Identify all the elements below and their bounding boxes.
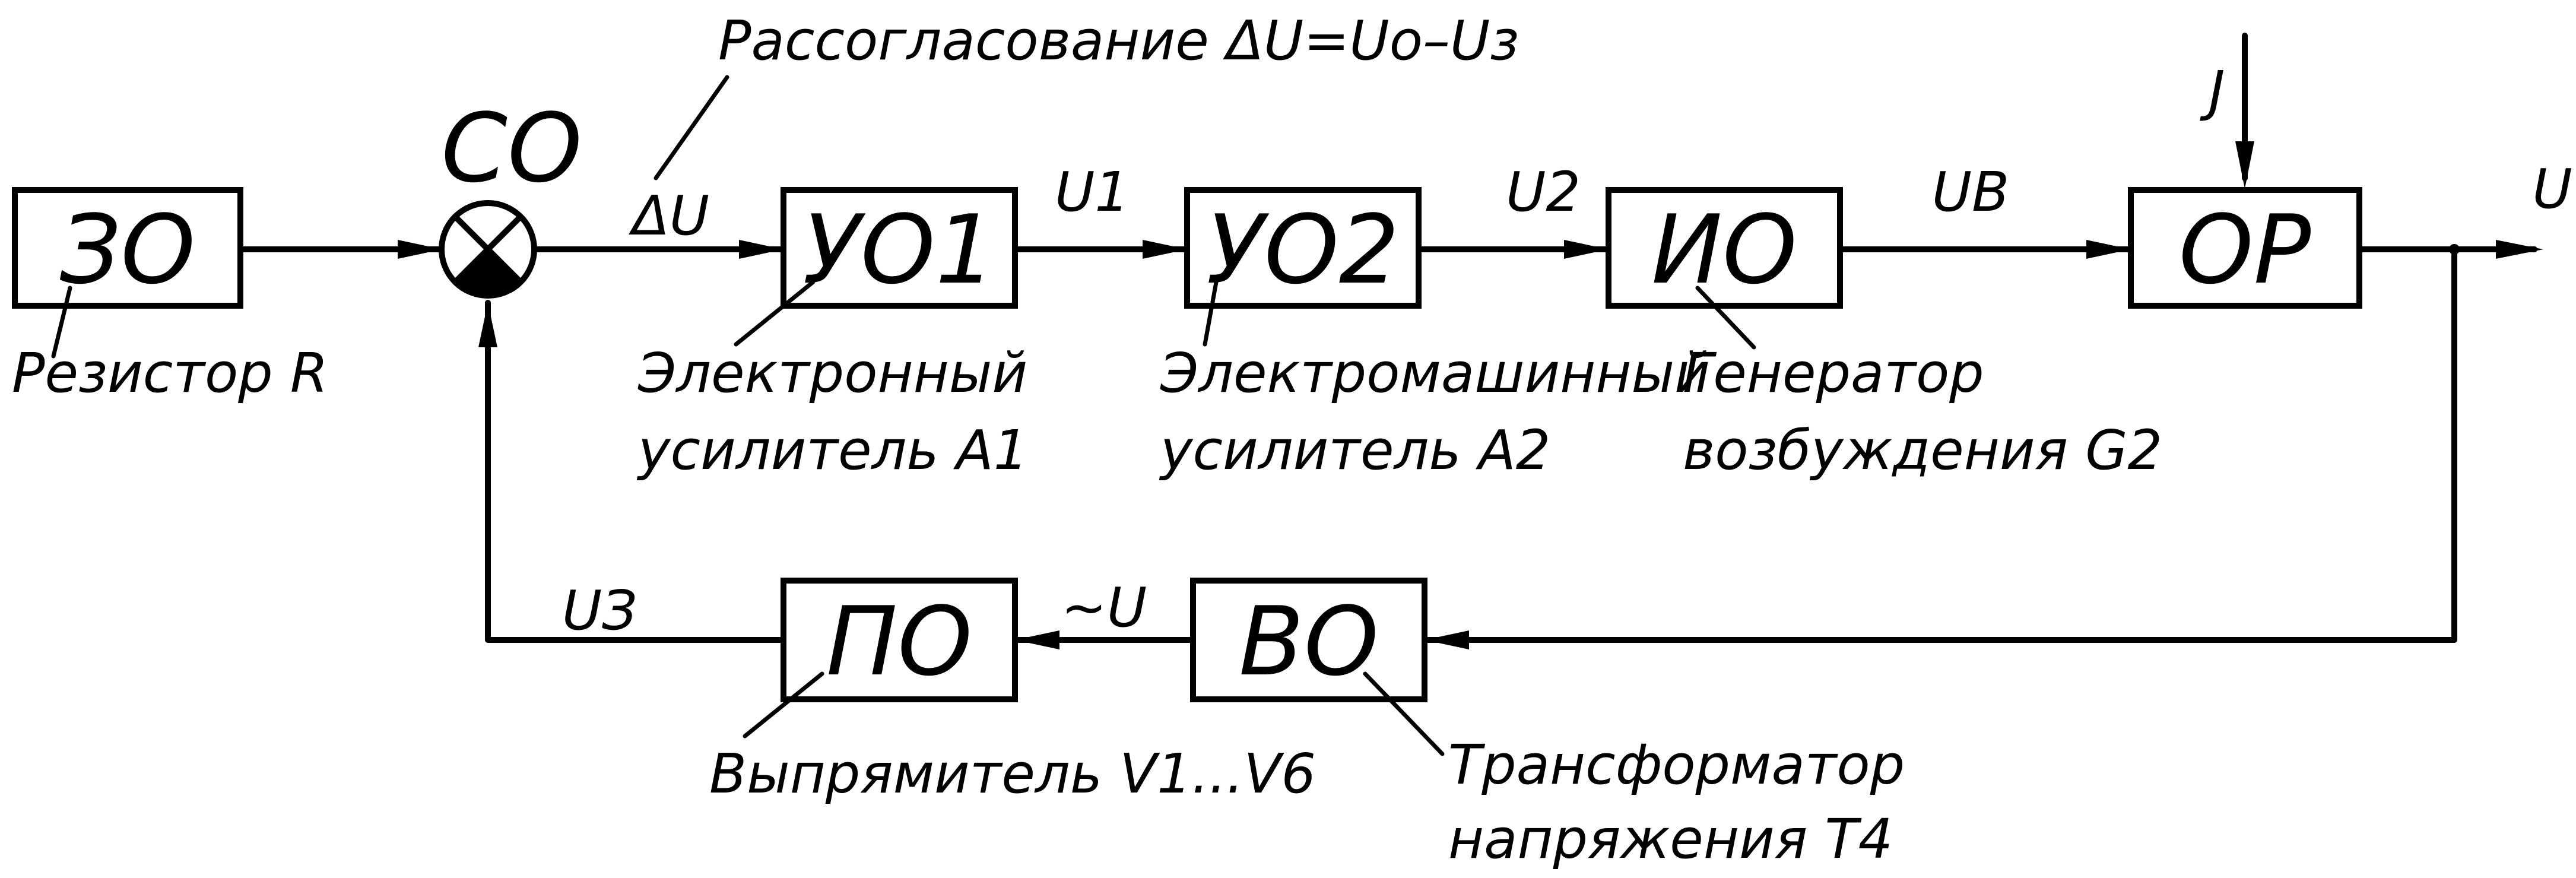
leader-resistor [51,286,72,359]
leader-amp1 [734,280,816,347]
leader-gen [1695,286,1756,350]
signal-u-output: U [2532,157,2572,221]
arrow-to-co [398,240,442,259]
annotation-gen-line1: Генератор [1683,341,1984,405]
signal-u1: U1 [1055,160,1130,224]
block-io: ИО [1606,187,1843,309]
block-op-label: ОР [2179,194,2311,305]
comparator-cross-b [452,214,524,285]
arrow-to-vo [1425,630,1469,649]
block-zo-label: ЗО [60,194,196,305]
annotation-amp2-line1: Электромашинный [1160,341,1710,405]
annotation-amp1-line2: усилитель А1 [636,419,1028,482]
leader-transformer [1363,671,1445,756]
block-uo2-label: УО2 [1206,194,1399,305]
leader-amp2 [1203,277,1219,347]
block-uo2: УО2 [1184,187,1422,309]
block-uo1-label: УО1 [802,194,995,305]
annotation-amp1-line1: Электронный [637,341,1027,405]
signal-j: J [2199,59,2225,123]
leader-rectifier [743,671,824,738]
comparator-co: СО [439,93,582,299]
arrow-to-co-feedback [478,303,497,347]
signal-uv: UВ [1932,160,2009,224]
annotation-rectifier: Выпрямитель V1...V6 [709,742,1316,806]
arrow-output [2496,240,2543,259]
signal-u2: U2 [1506,160,1581,224]
block-io-label: ИО [1651,194,1797,305]
arrow-to-po [1015,630,1059,649]
block-po: ПО [781,578,1018,702]
block-op: ОР [2128,187,2362,309]
annotation-transformer-line1: Трансформатор [1448,733,1905,797]
wire-po-co [485,300,786,643]
block-zo: ЗО [12,187,243,309]
block-uo1: УО1 [781,187,1018,309]
signal-tilde-u: ~U [1061,576,1147,639]
comparator-filled-sector [455,249,521,296]
annotation-resistor: Резистор R [12,341,328,405]
block-vo: ВО [1190,578,1427,702]
wire-feedback-to-vo [1422,246,2457,643]
leader-mismatch [653,75,729,180]
arrow-to-op [2086,240,2131,259]
annotation-gen-line2: возбуждения G2 [1683,419,2162,482]
block-po-label: ПО [826,586,972,697]
block-vo-label: ВО [1239,586,1379,697]
annotation-mismatch: Рассогласование ΔU=Uо–Uз [718,9,1519,72]
output-junction-dot [2449,244,2460,255]
annotation-amp2-line2: усилитель А2 [1159,419,1550,482]
signal-delta-u: ΔU [629,184,709,248]
comparator-label: СО [441,93,582,204]
arrow-to-io [1564,240,1609,259]
arrow-to-uo1 [739,240,783,259]
signal-u3: UЗ [562,579,637,642]
arrow-disturbance [2235,141,2254,189]
arrow-to-uo2 [1143,240,1187,259]
annotation-transformer-line2: напряжения Т4 [1448,807,1893,871]
